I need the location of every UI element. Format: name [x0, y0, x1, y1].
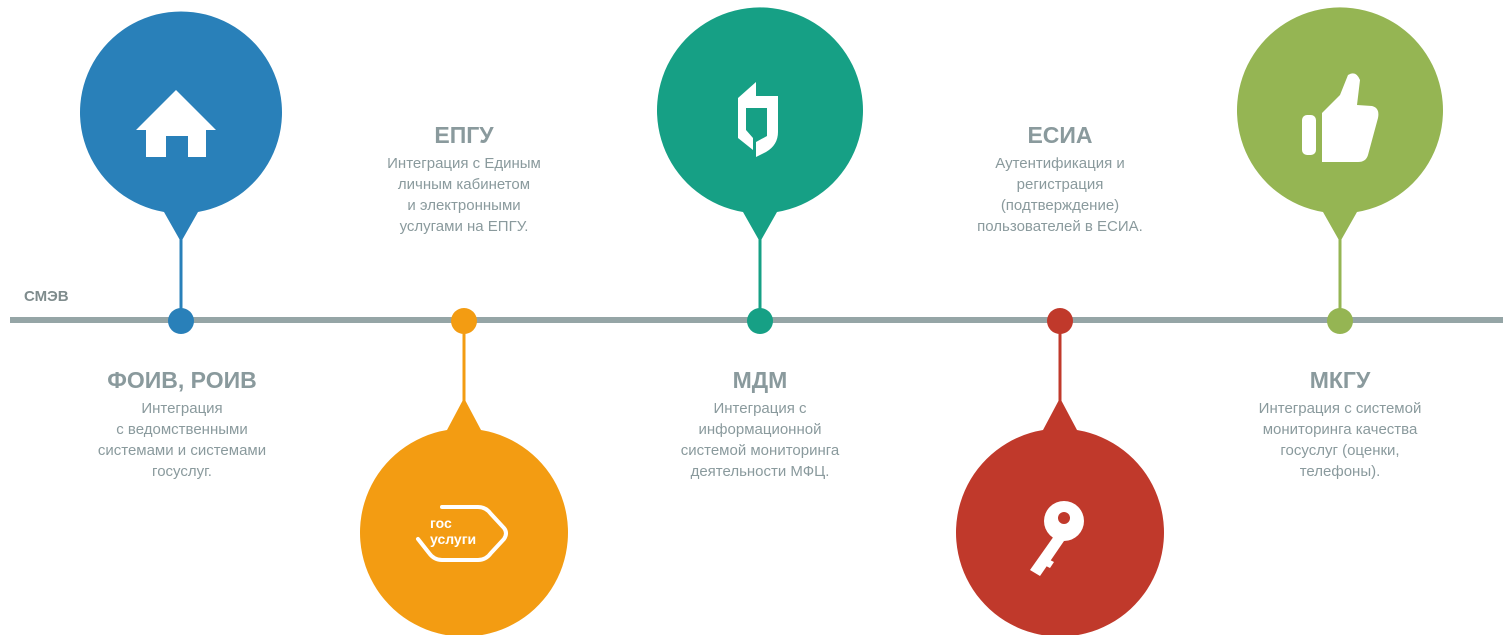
gosuslugi-logo-icon: гос услуги	[416, 505, 508, 562]
node-epgu: гос услуги	[360, 308, 568, 635]
gosuslugi-logo-text-2: услуги	[430, 531, 476, 547]
mkgu-title: МКГУ	[1309, 367, 1371, 393]
gosuslugi-logo-text-1: гос	[430, 515, 452, 531]
epgu-dot	[451, 308, 477, 334]
esia-dot	[1047, 308, 1073, 334]
esia-text-block: ЕСИА Аутентификация и регистрация (подтв…	[930, 121, 1190, 237]
foiv-title: ФОИВ, РОИВ	[107, 367, 257, 393]
mdm-text-block: МДМ Интеграция с информационной системой…	[640, 366, 880, 482]
smev-bus-label: СМЭВ	[24, 288, 69, 305]
house-icon	[136, 90, 216, 157]
epgu-title: ЕПГУ	[434, 122, 494, 148]
node-mdm	[657, 7, 863, 334]
epgu-bubble	[360, 398, 568, 635]
esia-description: Аутентификация и регистрация (подтвержде…	[977, 155, 1143, 235]
foiv-text-block: ФОИВ, РОИВ Интеграция с ведомственными с…	[60, 366, 304, 482]
node-mkgu	[1237, 7, 1443, 334]
mdm-description: Интеграция с информационной системой мон…	[680, 400, 840, 480]
epgu-description: Интеграция с Единым личным кабинетом и э…	[387, 155, 541, 235]
mdm-bubble	[657, 7, 863, 243]
mdm-title: МДМ	[732, 367, 788, 393]
mkgu-dot	[1327, 308, 1353, 334]
mkgu-description: Интеграция с системой мониторинга качест…	[1258, 400, 1422, 480]
node-esia	[956, 308, 1164, 635]
key-icon	[1030, 501, 1084, 576]
foiv-dot	[168, 308, 194, 334]
esia-title: ЕСИА	[1027, 122, 1093, 148]
thumbs-up-icon	[1302, 73, 1379, 162]
node-foiv	[79, 11, 282, 334]
foiv-description: Интеграция с ведомственными системами и …	[97, 400, 267, 480]
mdm-dot	[747, 308, 773, 334]
mkgu-text-block: МКГУ Интеграция с системой мониторинга к…	[1220, 366, 1460, 482]
mfc-logo-icon	[738, 82, 778, 157]
epgu-text-block: ЕПГУ Интеграция с Единым личным кабинето…	[334, 121, 594, 237]
